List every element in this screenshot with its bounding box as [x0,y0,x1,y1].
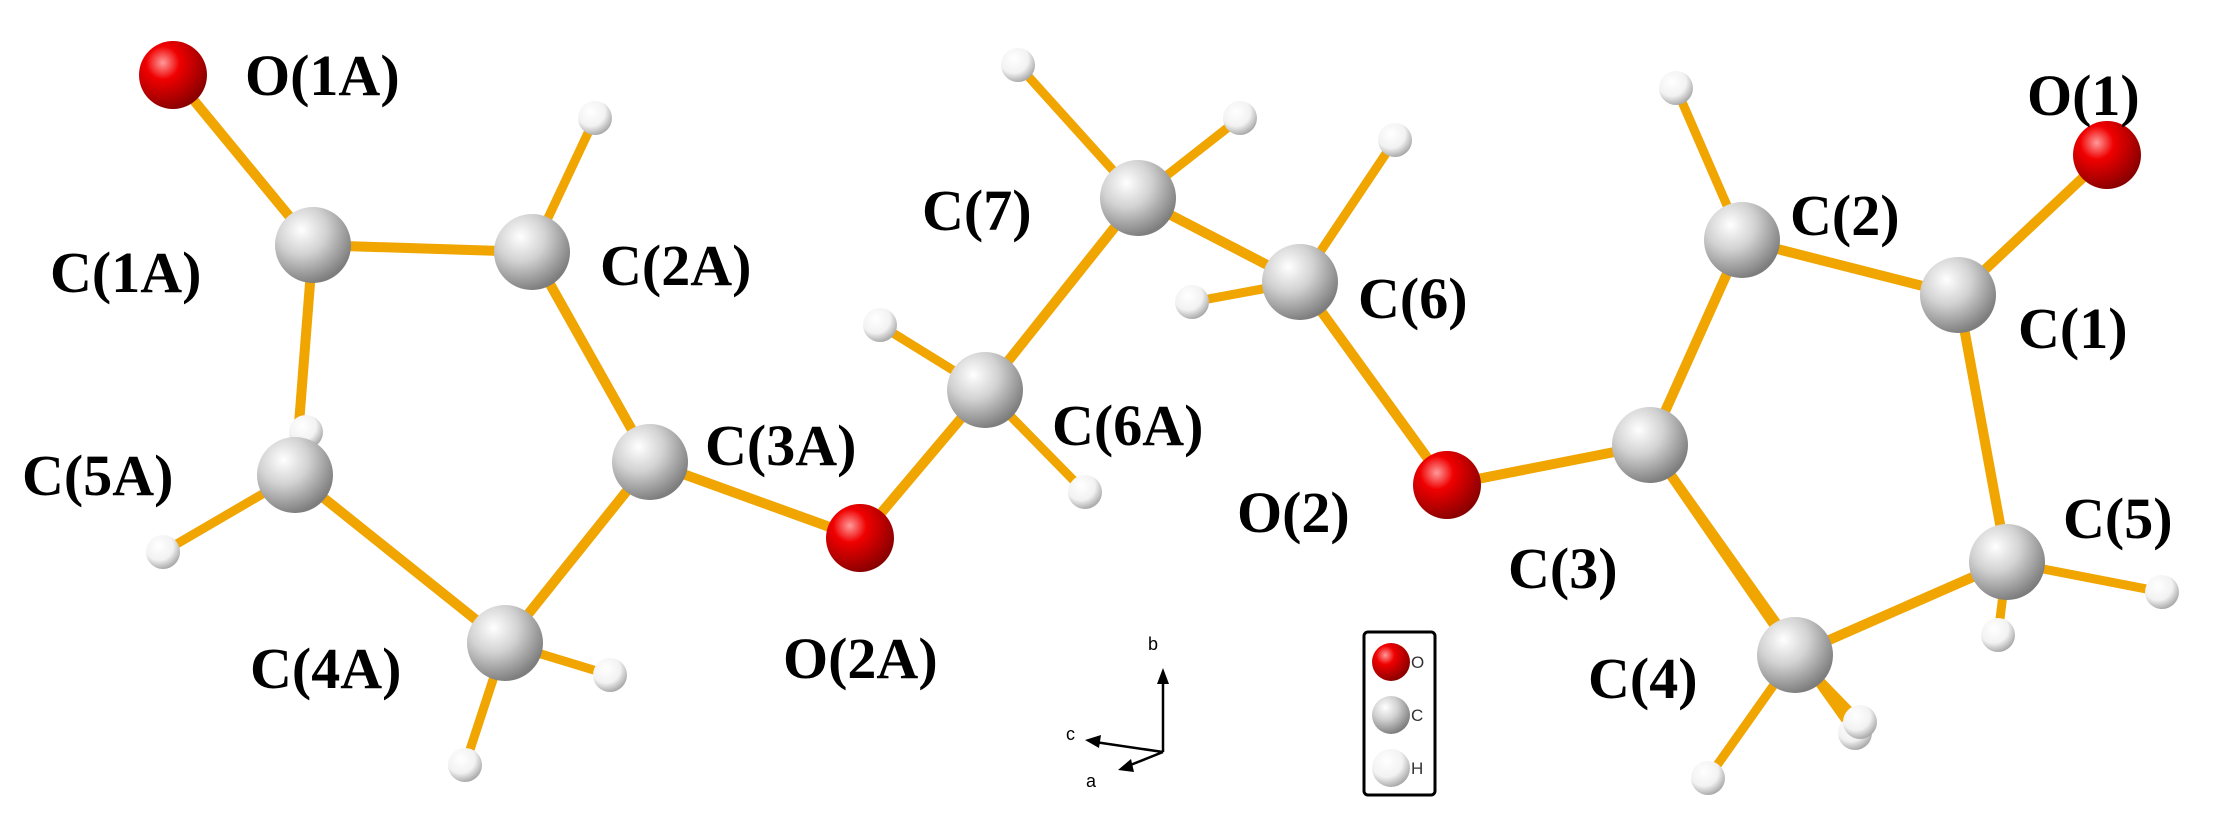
atom-H1 [578,101,612,135]
atom-C3A [612,424,688,500]
atom-H16 [1843,705,1877,739]
atom-C6 [1262,244,1338,320]
bond-C6-O2 [1295,277,1452,490]
atom-H11 [1659,71,1693,105]
atom-H14 [1981,618,2015,652]
axis-indicator: b c a [1066,634,1169,791]
atom-O1A [139,41,207,109]
atom-C3 [1612,407,1688,483]
atom-C2 [1704,202,1780,278]
element-legend: O C H [1362,630,1437,797]
axis-label-b: b [1148,634,1158,654]
legend-label-h: H [1411,759,1423,778]
atom-label-O2A: O(2A) [783,626,938,691]
atom-label-O2: O(2) [1237,480,1350,545]
bond-C4A-C5A [290,470,510,648]
atom-O1 [2073,121,2141,189]
atom-H8 [1223,101,1257,135]
atom-label-C3: C(3) [1508,536,1618,601]
atom-C6A [947,352,1023,428]
atom-H15 [1691,761,1725,795]
axis-label-a: a [1086,771,1097,791]
atom-label-C4A: C(4A) [250,636,401,701]
axis-label-c: c [1066,724,1075,744]
atom-O2 [1413,451,1481,519]
atom-C1 [1920,257,1996,333]
atom-label-O1: O(1) [2027,63,2140,128]
atom-label-C1A: C(1A) [50,240,201,305]
atom-C4A [467,605,543,681]
bond-C6A-C7 [980,193,1143,395]
atom-H9 [1378,123,1412,157]
atom-H2 [146,535,180,569]
atom-H5 [863,308,897,342]
bond-C3A-C4A [500,457,655,648]
atom-label-C2A: C(2A) [600,233,751,298]
legend-label-c: C [1411,706,1423,725]
atom-label-C1: C(1) [2018,296,2128,361]
atom-C2A [494,214,570,290]
atom-C5A [257,437,333,513]
bond-C2A-C3A [527,247,655,467]
legend-label-o: O [1411,653,1424,672]
atom-O2A [826,504,894,572]
atom-label-O1A: O(1A) [245,43,400,108]
atom-label-C6A: C(6A) [1052,393,1203,458]
labels-layer: O(1A) C(1A) C(2A) C(3A) C(4A) C(5A) O(2A) C(6A)… [22,43,2173,711]
atom-C1A [275,207,351,283]
atom-label-C2: C(2) [1790,183,1900,248]
bond-C1-C5 [1953,290,2012,567]
atom-C5 [1969,524,2045,600]
atom-label-C4: C(4) [1588,646,1698,711]
atom-C4 [1757,617,1833,693]
bond-C5-C4 [1790,557,2012,660]
atom-H4 [448,748,482,782]
atom-H13 [2145,575,2179,609]
atom-label-C6: C(6) [1358,266,1468,331]
atom-H6 [1068,475,1102,509]
atom-H10 [1175,285,1209,319]
atom-H3 [593,658,627,692]
atom-label-C3A: C(3A) [705,413,856,478]
atom-label-C5A: C(5A) [22,443,173,508]
atom-label-C5: C(5) [2063,486,2173,551]
atom-H7 [1001,48,1035,82]
atom-label-C7: C(7) [922,178,1032,243]
atoms-layer [139,41,2179,795]
atom-C7 [1100,160,1176,236]
